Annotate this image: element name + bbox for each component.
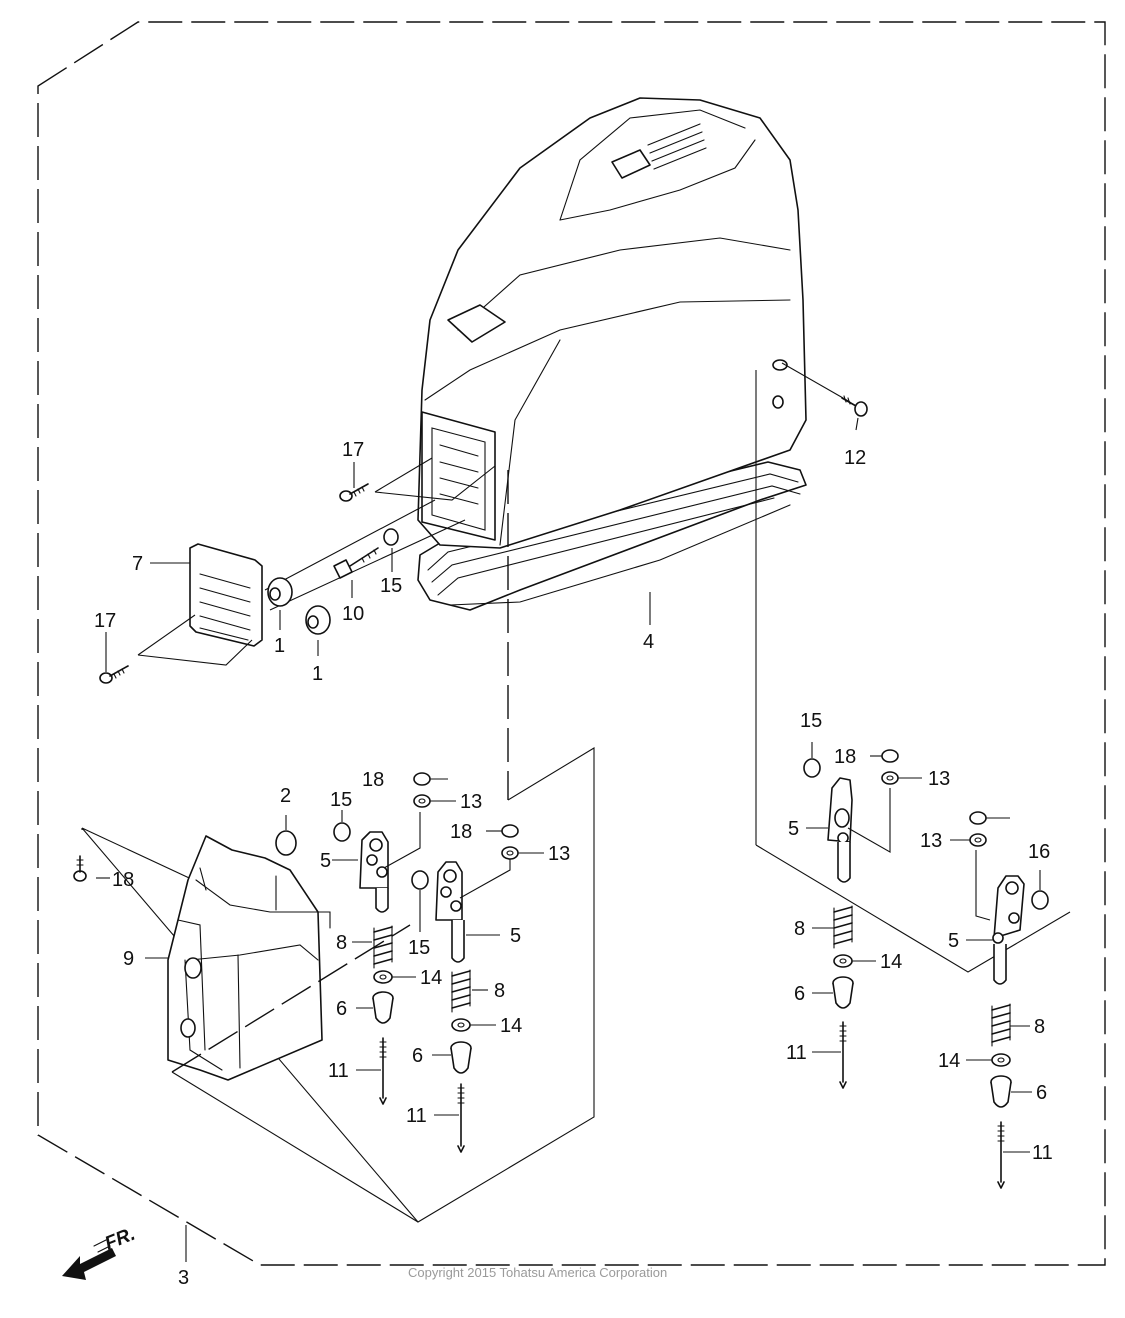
rear-cover-plate — [189, 543, 263, 647]
callout-8-left-a: 8 — [336, 932, 347, 954]
grommet-1-lower — [305, 605, 331, 635]
washer-13-left-b — [501, 846, 519, 860]
pin-11-right-b — [997, 1121, 1005, 1189]
callout-5-left-a: 5 — [320, 850, 331, 872]
callout-17-lower: 18 — [112, 869, 134, 891]
right-subassembly-boundary — [755, 844, 1071, 973]
callout-15-left-b: 15 — [408, 937, 430, 959]
callout-14-left-b: 14 — [500, 1015, 522, 1037]
front-marker-label: FR. — [102, 1224, 138, 1255]
collar-15-left-a — [333, 822, 351, 842]
left-subassembly-boundary — [81, 747, 595, 1223]
callout-9: 9 — [123, 948, 134, 970]
callout-13-right-a: 13 — [928, 768, 950, 790]
assembly-boundary — [37, 21, 1106, 1266]
spring-8-left-b — [451, 969, 471, 1013]
pin-11-right-a — [839, 1021, 847, 1089]
spring-8-right-a — [833, 905, 853, 949]
screw-17-upper — [339, 483, 369, 502]
damper-6-left-b — [450, 1041, 472, 1074]
callout-10: 10 — [342, 603, 364, 625]
latch-lever-5-left-b — [435, 856, 511, 963]
callout-13-right-b: 13 — [920, 830, 942, 852]
screw-16 — [99, 665, 129, 684]
washer-14-right-a — [833, 954, 853, 968]
callout-18-left-a: 18 — [362, 769, 384, 791]
damper-6-left-a — [372, 991, 394, 1024]
callout-18-left-b: 18 — [450, 821, 472, 843]
spring-8-left-a — [373, 925, 393, 969]
nut-18-right-b — [969, 811, 987, 825]
grommet-1-upper — [267, 577, 293, 607]
callout-12: 12 — [844, 447, 866, 469]
callout-1-lower: 1 — [312, 663, 323, 685]
callout-13-left-b: 13 — [548, 843, 570, 865]
pin-11-left-a — [379, 1037, 387, 1105]
callout-11-left-a: 11 — [328, 1060, 349, 1082]
callout-7: 7 — [132, 553, 143, 575]
engine-cover — [417, 97, 807, 611]
callout-13-left-a: 13 — [460, 791, 482, 813]
callout-11-right-a: 11 — [786, 1042, 807, 1064]
callout-15-right-a: 15 — [800, 710, 822, 732]
latch-lever-5-right-b — [975, 850, 1025, 985]
callout-17-upper: 17 — [342, 439, 364, 461]
callout-16: 17 — [94, 610, 116, 632]
callout-15-left-a: 15 — [330, 789, 352, 811]
washer-13-left-a — [413, 794, 431, 808]
callout-1-upper: 1 — [274, 635, 285, 657]
callout-2: 2 — [280, 785, 291, 807]
callout-6-right-b: 6 — [1036, 1082, 1047, 1104]
nut-18-left-a — [413, 772, 431, 786]
nut-18-right-a — [881, 749, 899, 763]
latch-lever-5-right-a — [827, 777, 891, 883]
callout-15-cover: 15 — [380, 575, 402, 597]
callout-4: 4 — [643, 631, 654, 653]
callout-6-left-b: 6 — [412, 1045, 423, 1067]
washer-13-right-b — [969, 833, 987, 847]
callout-14-right-a: 14 — [880, 951, 902, 973]
callout-5-right-b: 5 — [948, 930, 959, 952]
damper-6-right-a — [832, 976, 854, 1009]
collar-15-right-b — [1031, 890, 1049, 910]
callout-3: 3 — [178, 1267, 189, 1289]
callout-8-right-a: 8 — [794, 918, 805, 940]
callout-leaders — [96, 462, 1032, 1262]
latch-bracket-9 — [167, 835, 331, 1081]
washer-14-left-b — [451, 1018, 471, 1032]
callout-8-left-b: 8 — [494, 980, 505, 1002]
callout-15-right-b: 16 — [1028, 841, 1050, 863]
latch-lever-5-left-a — [359, 812, 421, 913]
callout-18-right-a: 18 — [834, 746, 856, 768]
collar-15-cover — [383, 528, 399, 546]
nut-18-left-b — [501, 824, 519, 838]
callout-11-left-b: 11 — [406, 1105, 427, 1127]
callout-5-right-a: 5 — [788, 818, 799, 840]
front-direction-arrow: FR. — [62, 1224, 138, 1280]
bolt-10 — [333, 547, 379, 579]
screw-17-lower — [73, 855, 87, 882]
callout-14-left-a: 14 — [420, 967, 442, 989]
callout-6-left-a: 6 — [336, 998, 347, 1020]
washer-13-right-a — [881, 771, 899, 785]
callout-14-right-b: 14 — [938, 1050, 960, 1072]
spring-8-right-b — [991, 1003, 1011, 1047]
washer-14-right-b — [991, 1053, 1011, 1067]
collar-15-left-b — [411, 870, 429, 890]
damper-6-right-b — [990, 1075, 1012, 1108]
copyright-notice: Copyright 2015 Tohatsu America Corporati… — [408, 1265, 667, 1280]
screw-12 — [781, 362, 868, 431]
callout-8-right-b: 8 — [1034, 1016, 1045, 1038]
plug-2 — [275, 815, 297, 856]
callout-11-right-b: 11 — [1032, 1142, 1053, 1164]
pin-11-left-b — [457, 1083, 465, 1153]
washer-14-left-a — [373, 970, 393, 984]
collar-15-right-a — [803, 758, 821, 778]
callout-6-right-a: 6 — [794, 983, 805, 1005]
callout-5-left-b: 5 — [510, 925, 521, 947]
